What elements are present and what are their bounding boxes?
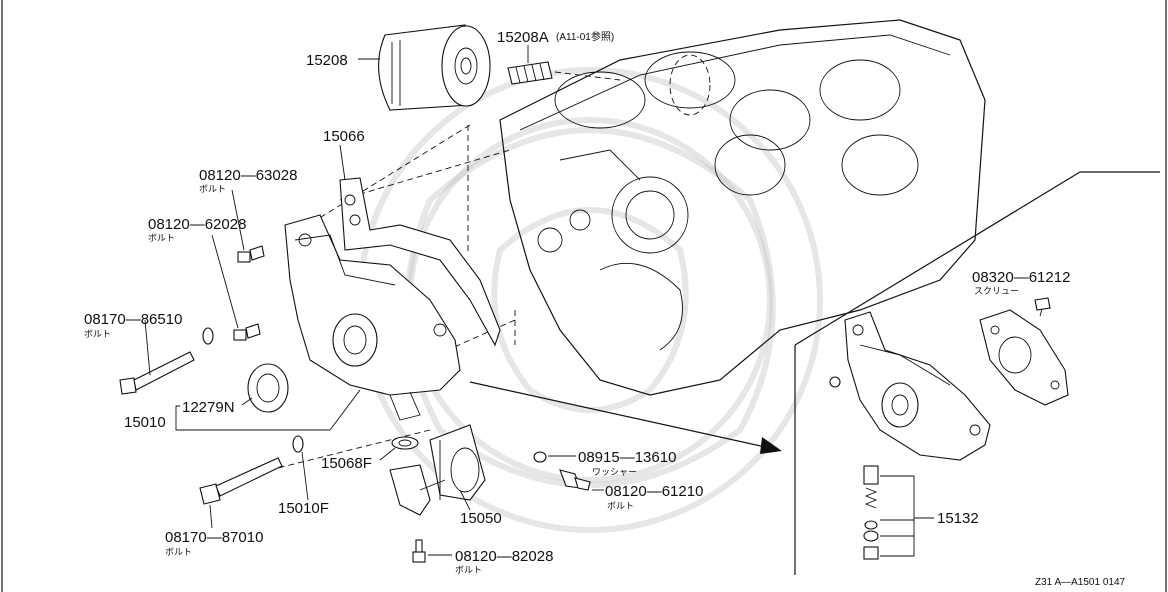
part-label-15050: 15050 xyxy=(460,510,502,527)
gasket-part-15068f xyxy=(391,436,419,450)
gasket-part-15066 xyxy=(339,177,501,347)
part-label-12279n: 12279N xyxy=(182,399,235,416)
detail-view-frame xyxy=(794,171,1160,575)
part-label-15010f: 15010F xyxy=(278,500,329,517)
washer-part-08915-13610 xyxy=(533,451,547,463)
detail-oil-pump-illustration xyxy=(829,311,991,461)
part-label-15068f: 15068F xyxy=(321,455,372,472)
part-label-15208a: 15208A xyxy=(497,29,549,46)
relief-valve-part-15132 xyxy=(863,465,879,560)
part-label-08120-62028: 08120—62028 xyxy=(148,216,246,233)
part-sub-08320-61212: スクリュー xyxy=(974,286,1019,297)
part-label-15066: 15066 xyxy=(323,128,365,145)
part-label-08120-61210: 08120—61210 xyxy=(605,483,703,500)
bolt-part-08120-63028 xyxy=(237,245,265,263)
oil-pump-body-illustration xyxy=(284,214,461,421)
bolt-part-08120-82028 xyxy=(412,539,426,563)
part-label-08120-63028: 08120—63028 xyxy=(199,167,297,184)
bolt-part-08120-61210 xyxy=(559,469,591,491)
part-label-15208: 15208 xyxy=(306,52,348,69)
part-label-08120-82028: 08120—82028 xyxy=(455,548,553,565)
oil-filter-part-15208 xyxy=(378,24,491,111)
part-sub-08120-61210: ボルト xyxy=(607,501,634,512)
pump-cover-plate-illustration xyxy=(979,309,1069,406)
engine-block-illustration xyxy=(499,19,986,396)
bolt-part-08170-86510 xyxy=(119,327,214,395)
part-sub-08120-63028: ボルト xyxy=(199,184,226,195)
page-reference: Z31 A—A1501 0147 xyxy=(1035,577,1126,588)
part-label-08915-13610: 08915—13610 xyxy=(578,449,676,466)
part-sub-08120-82028: ボルト xyxy=(455,565,482,576)
part-label-08320-61212: 08320—61212 xyxy=(972,269,1070,286)
part-label-15010: 15010 xyxy=(124,414,166,431)
part-label-08170-87010: 08170—87010 xyxy=(165,529,263,546)
bolt-part-08120-62028 xyxy=(233,323,261,341)
part-sub-08120-62028: ボルト xyxy=(148,233,175,244)
seal-part-12279n xyxy=(247,363,289,413)
screw-part-08320-61212 xyxy=(1034,297,1051,317)
part-sub-08170-86510: ボルト xyxy=(84,329,111,340)
relief-valve-bracket xyxy=(880,475,934,557)
part-label-15132: 15132 xyxy=(937,510,979,527)
stud-part-15208a xyxy=(507,61,553,85)
part-sub-08170-87010: ボルト xyxy=(165,547,192,558)
part-note-15208a: (A11-01参照) xyxy=(556,30,614,43)
part-sub-08915-13610: ワッシャー xyxy=(592,468,637,478)
detail-arrow xyxy=(469,381,782,454)
strainer-part-15050 xyxy=(389,424,486,516)
part-label-08170-86510: 08170—86510 xyxy=(84,311,182,328)
bolt-part-08170-87010 xyxy=(199,435,304,505)
